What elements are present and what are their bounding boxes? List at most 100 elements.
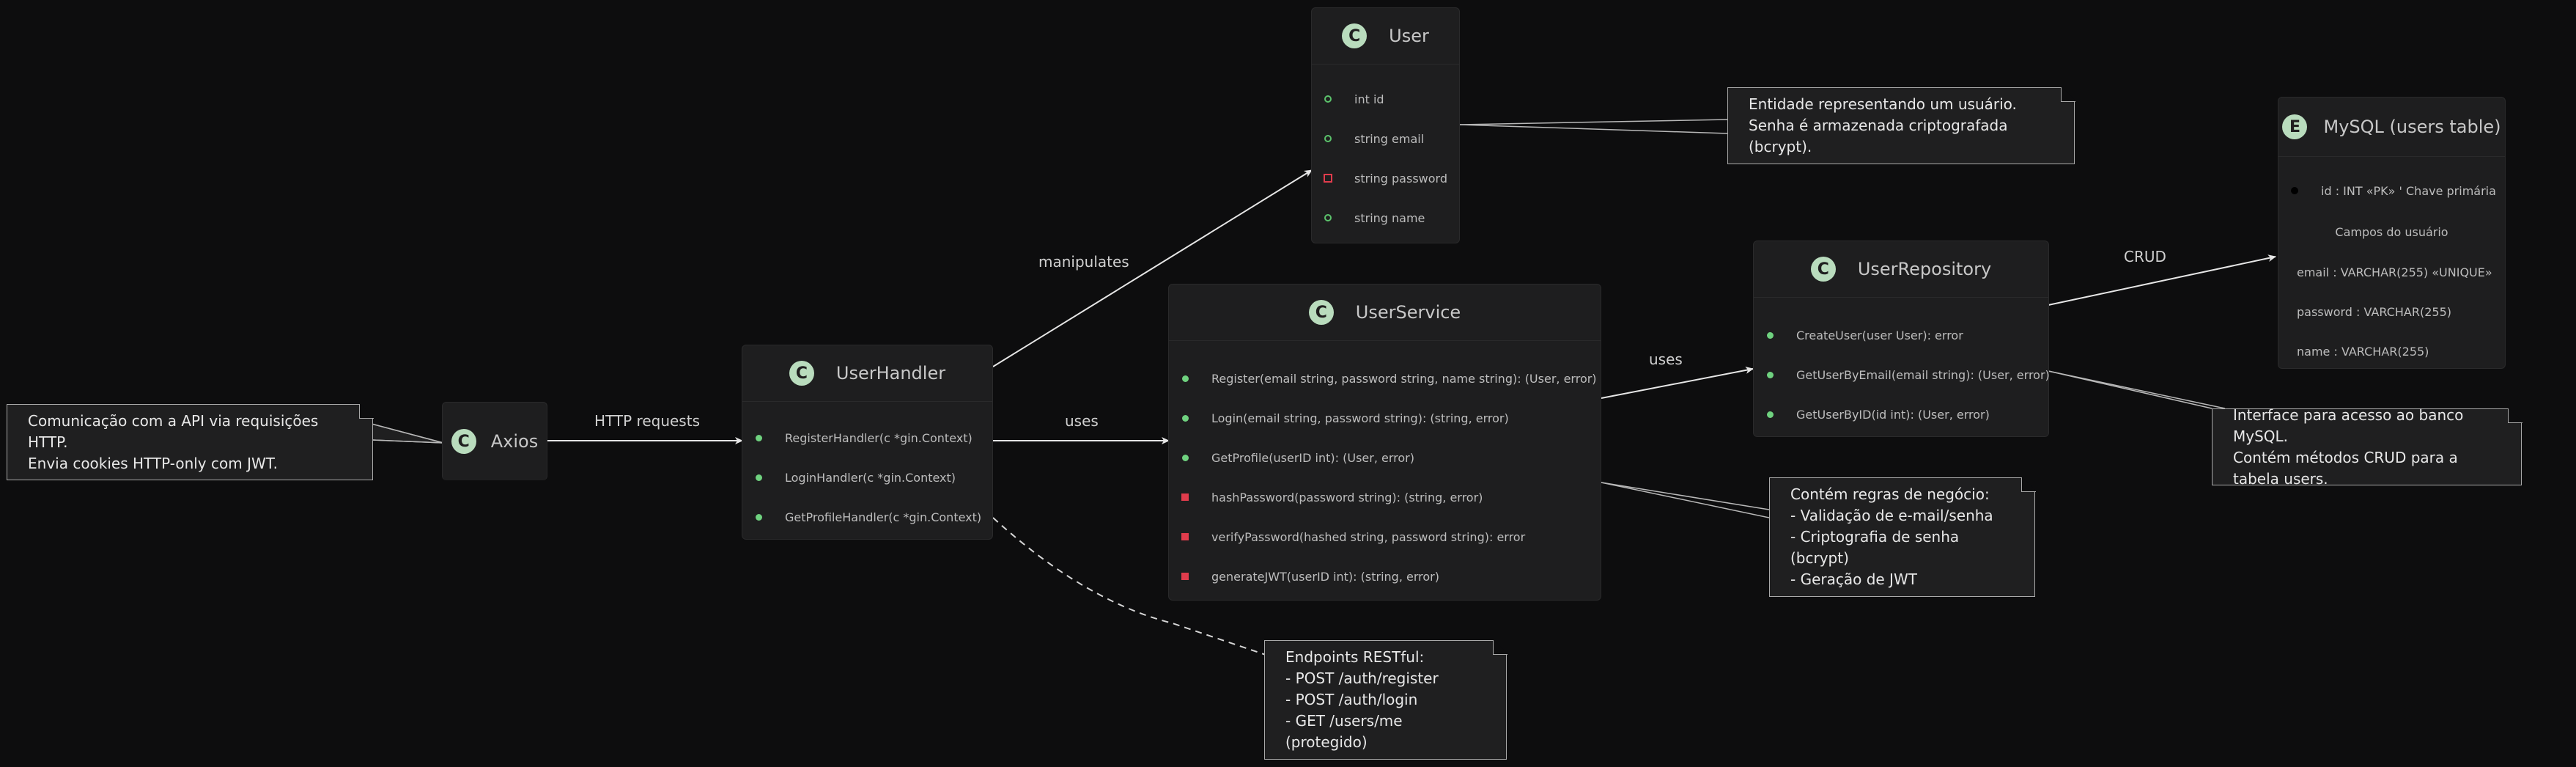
field-list: int id string email string password stri… (1312, 65, 1459, 238)
note-fold-icon (2020, 477, 2036, 492)
primary-key-icon (2291, 187, 2298, 194)
public-method-icon (756, 513, 762, 521)
primary-key-row: id : INT «PK» ' Chave primária (2278, 170, 2505, 211)
axios-note-tail-a (371, 423, 444, 444)
note-line: - Geração de JWT (1790, 570, 1917, 588)
field-row: string name (1312, 198, 1459, 238)
entity-mysql-header: E MySQL (users table) (2278, 98, 2505, 157)
method-row: Login(email string, password string): (s… (1169, 398, 1601, 438)
note-line: Senha é armazenada criptografada (bcrypt… (1749, 117, 2008, 155)
method-signature: Login(email string, password string): (s… (1211, 411, 1509, 425)
public-method-icon (1182, 375, 1189, 382)
field-row: email : VARCHAR(255) «UNIQUE» (2297, 265, 2492, 279)
label-http-requests: HTTP requests (594, 412, 700, 430)
method-list: Register(email string, password string, … (1169, 341, 1601, 596)
class-name: UserRepository (1857, 259, 1992, 279)
label-crud: CRUD (2124, 248, 2166, 265)
field-text: string name (1354, 210, 1425, 225)
note-line: - Criptografia de senha (bcrypt) (1790, 528, 1960, 567)
public-method-icon (1767, 371, 1774, 378)
method-signature: CreateUser(user User): error (1796, 328, 1963, 342)
public-method-icon (1182, 414, 1189, 422)
method-list: CreateUser(user User): error GetUserByEm… (1754, 298, 2050, 434)
note-line: - POST /auth/login (1285, 691, 1418, 708)
class-user-repository-header: C UserRepository (1754, 241, 2048, 298)
note-line: Entidade representando um usuário. (1749, 95, 2017, 113)
field-row: name : VARCHAR(255) (2297, 344, 2429, 359)
note-line: - POST /auth/register (1285, 669, 1439, 687)
note-line: Endpoints RESTful: (1285, 648, 1425, 666)
method-signature: RegisterHandler(c *gin.Context) (785, 430, 973, 445)
class-icon: C (789, 361, 814, 386)
field-row: password : VARCHAR(255) (2297, 304, 2451, 319)
note-line: Contém regras de negócio: (1790, 485, 1990, 503)
private-method-icon (1181, 573, 1189, 580)
label-uses-service-repository: uses (1649, 351, 1683, 368)
method-row: GetUserByEmail(email string): (User, err… (1754, 355, 2050, 394)
note-axios: Comunicação com a API via requisições HT… (7, 403, 374, 480)
method-row: hashPassword(password string): (string, … (1169, 477, 1601, 517)
field-text: int id (1354, 92, 1384, 106)
method-signature: GetUserByID(id int): (User, error) (1796, 407, 1990, 422)
method-signature: LoginHandler(c *gin.Context) (785, 470, 956, 485)
class-user-header: C User (1312, 8, 1459, 65)
note-user-handler: Endpoints RESTful: - POST /auth/register… (1264, 639, 1507, 760)
class-user-repository[interactable]: C UserRepository CreateUser(user User): … (1753, 241, 2050, 437)
service-note-tail-a (1601, 482, 1770, 510)
method-row: verifyPassword(hashed string, password s… (1169, 517, 1601, 557)
repository-note-tail-b (2048, 370, 2226, 409)
method-signature: GetProfile(userID int): (User, error) (1211, 450, 1414, 465)
class-icon: C (1308, 300, 1334, 325)
note-line: - Validação de e-mail/senha (1790, 507, 1993, 524)
class-user[interactable]: C User int id string email string passwo… (1311, 7, 1460, 243)
class-name: UserHandler (835, 363, 946, 384)
method-row: GetProfileHandler(c *gin.Context) (742, 497, 992, 537)
entity-mysql-users-table[interactable]: E MySQL (users table) id : INT «PK» ' Ch… (2278, 97, 2506, 369)
note-fold-icon (358, 403, 374, 419)
method-signature: hashPassword(password string): (string, … (1211, 490, 1483, 504)
handler-to-user-arrow (992, 169, 1313, 367)
class-axios[interactable]: C Axios (442, 402, 547, 480)
repository-to-mysql-arrow (2048, 254, 2276, 306)
private-method-icon (1181, 533, 1189, 540)
label-uses-handler-service: uses (1065, 412, 1099, 430)
entity-icon: E (2282, 114, 2308, 139)
field-text: string email (1354, 131, 1425, 146)
method-row: CreateUser(user User): error (1754, 315, 2048, 355)
field-row: string password (1312, 158, 1459, 198)
public-method-icon (756, 474, 762, 481)
class-user-service[interactable]: C UserService Register(email string, pas… (1168, 284, 1601, 601)
field-row: int id (1312, 79, 1459, 119)
note-fold-icon (2060, 87, 2075, 102)
note-fold-icon (1492, 639, 1507, 655)
private-field-icon (1324, 174, 1332, 183)
public-method-icon (1767, 331, 1774, 339)
service-note-tail-b (1601, 482, 1770, 518)
axios-note-tail-b (371, 439, 444, 444)
note-user-service: Contém regras de negócio: - Validação de… (1769, 477, 2036, 597)
note-line: - GET /users/me (protegido) (1285, 712, 1403, 751)
label-manipulates: manipulates (1038, 253, 1129, 271)
method-list: RegisterHandler(c *gin.Context) LoginHan… (742, 402, 992, 537)
public-method-icon (1182, 454, 1189, 461)
method-row: generateJWT(userID int): (string, error) (1169, 557, 1601, 596)
class-user-handler[interactable]: C UserHandler RegisterHandler(c *gin.Con… (742, 345, 993, 540)
class-icon: C (1342, 23, 1368, 48)
note-line: Envia cookies HTTP-only com JWT. (28, 454, 278, 472)
method-row: GetUserByID(id int): (User, error) (1754, 394, 2048, 434)
note-user-repository: Interface para acesso ao banco MySQL. Co… (2212, 405, 2523, 488)
class-user-handler-header: C UserHandler (742, 345, 992, 402)
class-name: User (1389, 26, 1429, 46)
field-row: string email (1312, 119, 1459, 158)
entity-field-list: id : INT «PK» ' Chave primária Campos do… (2278, 157, 2505, 371)
public-field-icon (1324, 214, 1332, 221)
public-method-icon (1767, 411, 1774, 418)
method-row: GetProfile(userID int): (User, error) (1169, 438, 1601, 477)
note-user: Entidade representando um usuário. Senha… (1727, 87, 2075, 164)
entity-name: MySQL (users table) (2323, 117, 2501, 137)
method-signature: GetProfileHandler(c *gin.Context) (785, 510, 982, 524)
note-line: Interface para acesso ao banco MySQL. (2233, 405, 2464, 445)
note-line: Comunicação com a API via requisições HT… (28, 411, 319, 451)
note-line: Contém métodos CRUD para a tabela users. (2233, 448, 2458, 488)
